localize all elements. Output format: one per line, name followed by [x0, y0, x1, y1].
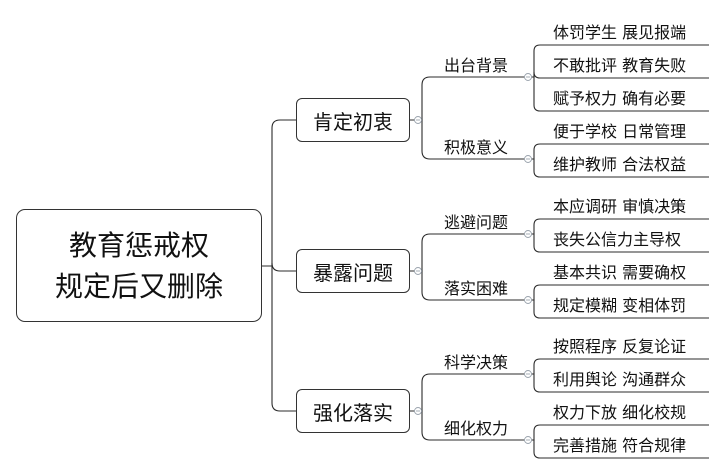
root-connector: [262, 265, 296, 412]
leaf-item[interactable]: 赋予权力 确有必要: [553, 89, 687, 108]
leaf-connector: [520, 424, 709, 441]
leaf-connector: [520, 218, 709, 235]
leaf-connector: [520, 143, 709, 160]
branch-connector: [410, 233, 520, 272]
leaf-connector: [520, 71, 709, 79]
leaf-item[interactable]: 丧失公信力主导权: [553, 230, 682, 249]
branch-connector: [410, 270, 520, 301]
leaf-connector: [520, 44, 709, 78]
root-topic[interactable]: 教育惩戒权 规定后又删除: [16, 209, 262, 322]
branch-topic-affirm[interactable]: 肯定初衷: [296, 98, 410, 142]
root-connector: [262, 262, 296, 272]
leaf-item[interactable]: 按照程序 反复论证: [553, 337, 687, 356]
leaf-item[interactable]: 不敢批评 教育失败: [553, 56, 687, 75]
leaf-connector: [520, 373, 709, 393]
leaf-item[interactable]: 规定模糊 变相体罚: [553, 296, 687, 315]
root-connector: [262, 119, 296, 267]
leaf-connector: [520, 76, 709, 112]
branch-connector: [410, 119, 520, 160]
leaf-item[interactable]: 利用舆论 沟通群众: [553, 370, 687, 389]
branch-connector: [410, 373, 520, 412]
leaf-connector: [520, 233, 709, 253]
branch-connector: [410, 410, 520, 441]
leaf-item[interactable]: 完善措施 符合规律: [553, 436, 687, 455]
leaf-item[interactable]: 维护教师 合法权益: [553, 155, 687, 174]
leaf-item[interactable]: 权力下放 细化校规: [553, 403, 687, 422]
leaf-item[interactable]: 体罚学生 展见报端: [553, 23, 687, 42]
leaf-item[interactable]: 基本共识 需要确权: [553, 263, 687, 282]
subtopic-refine-power[interactable]: 细化权力: [443, 419, 508, 438]
leaf-connector: [520, 439, 709, 459]
branch-connector: [410, 76, 520, 121]
subtopic-difficulty[interactable]: 落实困难: [443, 279, 508, 298]
subtopic-background[interactable]: 出台背景: [443, 56, 508, 75]
subtopic-avoidance[interactable]: 逃避问题: [443, 213, 508, 232]
subtopic-significance[interactable]: 积极意义: [443, 138, 508, 157]
leaf-connector: [520, 284, 709, 301]
leaf-connector: [520, 158, 709, 178]
leaf-connector: [520, 299, 709, 319]
root-line-1: 教育惩戒权: [68, 228, 209, 262]
leaf-item[interactable]: 便于学校 日常管理: [553, 122, 687, 141]
subtopic-scientific-decision[interactable]: 科学决策: [443, 353, 508, 372]
root-line-2: 规定后又删除: [54, 269, 223, 303]
leaf-item[interactable]: 本应调研 审慎决策: [553, 197, 687, 216]
branch-topic-problems[interactable]: 暴露问题: [296, 249, 410, 293]
leaf-connector: [520, 358, 709, 375]
branch-topic-implement[interactable]: 强化落实: [296, 389, 410, 433]
